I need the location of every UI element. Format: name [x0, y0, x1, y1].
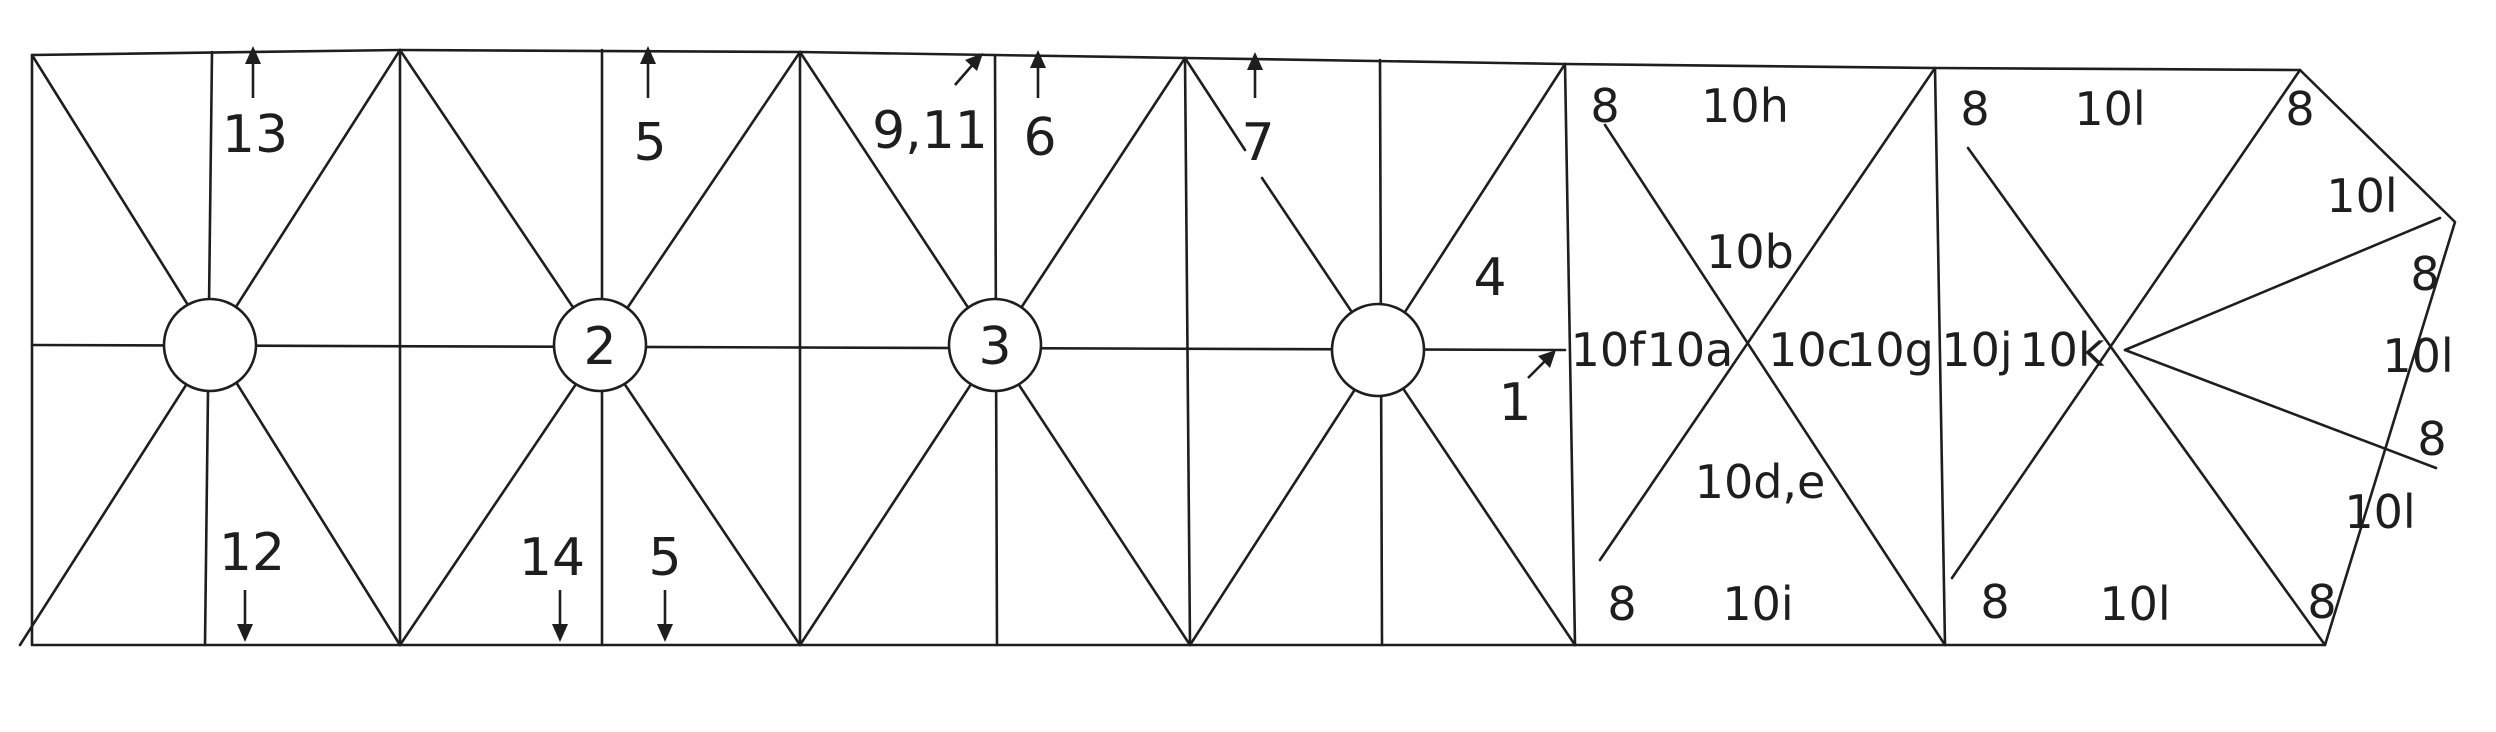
label-9-11: 9,11 — [872, 101, 988, 161]
label-8-f: 8 — [1607, 577, 1636, 631]
label-6: 6 — [1023, 108, 1056, 168]
label-14: 14 — [519, 528, 585, 588]
arrow-7 — [1247, 52, 1263, 98]
label-10d-e: 10d,e — [1695, 455, 1826, 509]
label-10f: 10f — [1571, 323, 1648, 377]
center-line-left — [30, 343, 1567, 352]
label-8-h: 8 — [2307, 575, 2336, 629]
arrow-12 — [237, 590, 253, 642]
arrow-1 — [1527, 350, 1556, 379]
label-10h: 10h — [1701, 79, 1789, 133]
label-10j: 10j — [1941, 323, 2012, 377]
label-7: 7 — [1241, 113, 1274, 173]
label-10i: 10i — [1722, 577, 1793, 631]
label-10l-bottom: 10l — [2099, 577, 2170, 631]
circle-2 — [552, 297, 648, 393]
label-10b: 10b — [1706, 225, 1794, 279]
circle-1 — [162, 297, 258, 393]
label-8-a: 8 — [1590, 79, 1619, 133]
label-8-g: 8 — [1980, 575, 2009, 629]
circle-2-label: 2 — [583, 317, 616, 377]
label-4: 4 — [1473, 248, 1506, 308]
label-10l-right-2: 10l — [2382, 329, 2453, 383]
arrow-5-top — [640, 46, 656, 98]
circle-3-label: 3 — [978, 317, 1011, 377]
label-8-d: 8 — [2410, 247, 2439, 301]
arrow-13 — [245, 46, 261, 98]
arrow-9-11 — [954, 53, 983, 86]
label-10l-right-1: 10l — [2326, 169, 2397, 223]
label-10l-right-3: 10l — [2344, 485, 2415, 539]
label-5-bottom: 5 — [648, 528, 681, 588]
label-8-e: 8 — [2417, 412, 2446, 466]
label-13: 13 — [222, 105, 288, 165]
arrow-5-bottom — [657, 590, 673, 642]
label-8-b: 8 — [1960, 82, 1989, 136]
arrow-14 — [552, 590, 568, 642]
label-1: 1 — [1498, 373, 1531, 433]
label-10a: 10a — [1647, 323, 1734, 377]
label-10c: 10c — [1768, 323, 1852, 377]
label-10g: 10g — [1846, 323, 1934, 377]
circle-4 — [1330, 302, 1426, 398]
label-10l-top: 10l — [2074, 82, 2145, 136]
label-10k: 10k — [2019, 323, 2105, 377]
label-8-c: 8 — [2285, 82, 2314, 136]
label-5-top: 5 — [633, 113, 666, 173]
circle-3 — [947, 297, 1043, 393]
label-12: 12 — [219, 523, 285, 583]
arrow-6 — [1030, 50, 1046, 98]
